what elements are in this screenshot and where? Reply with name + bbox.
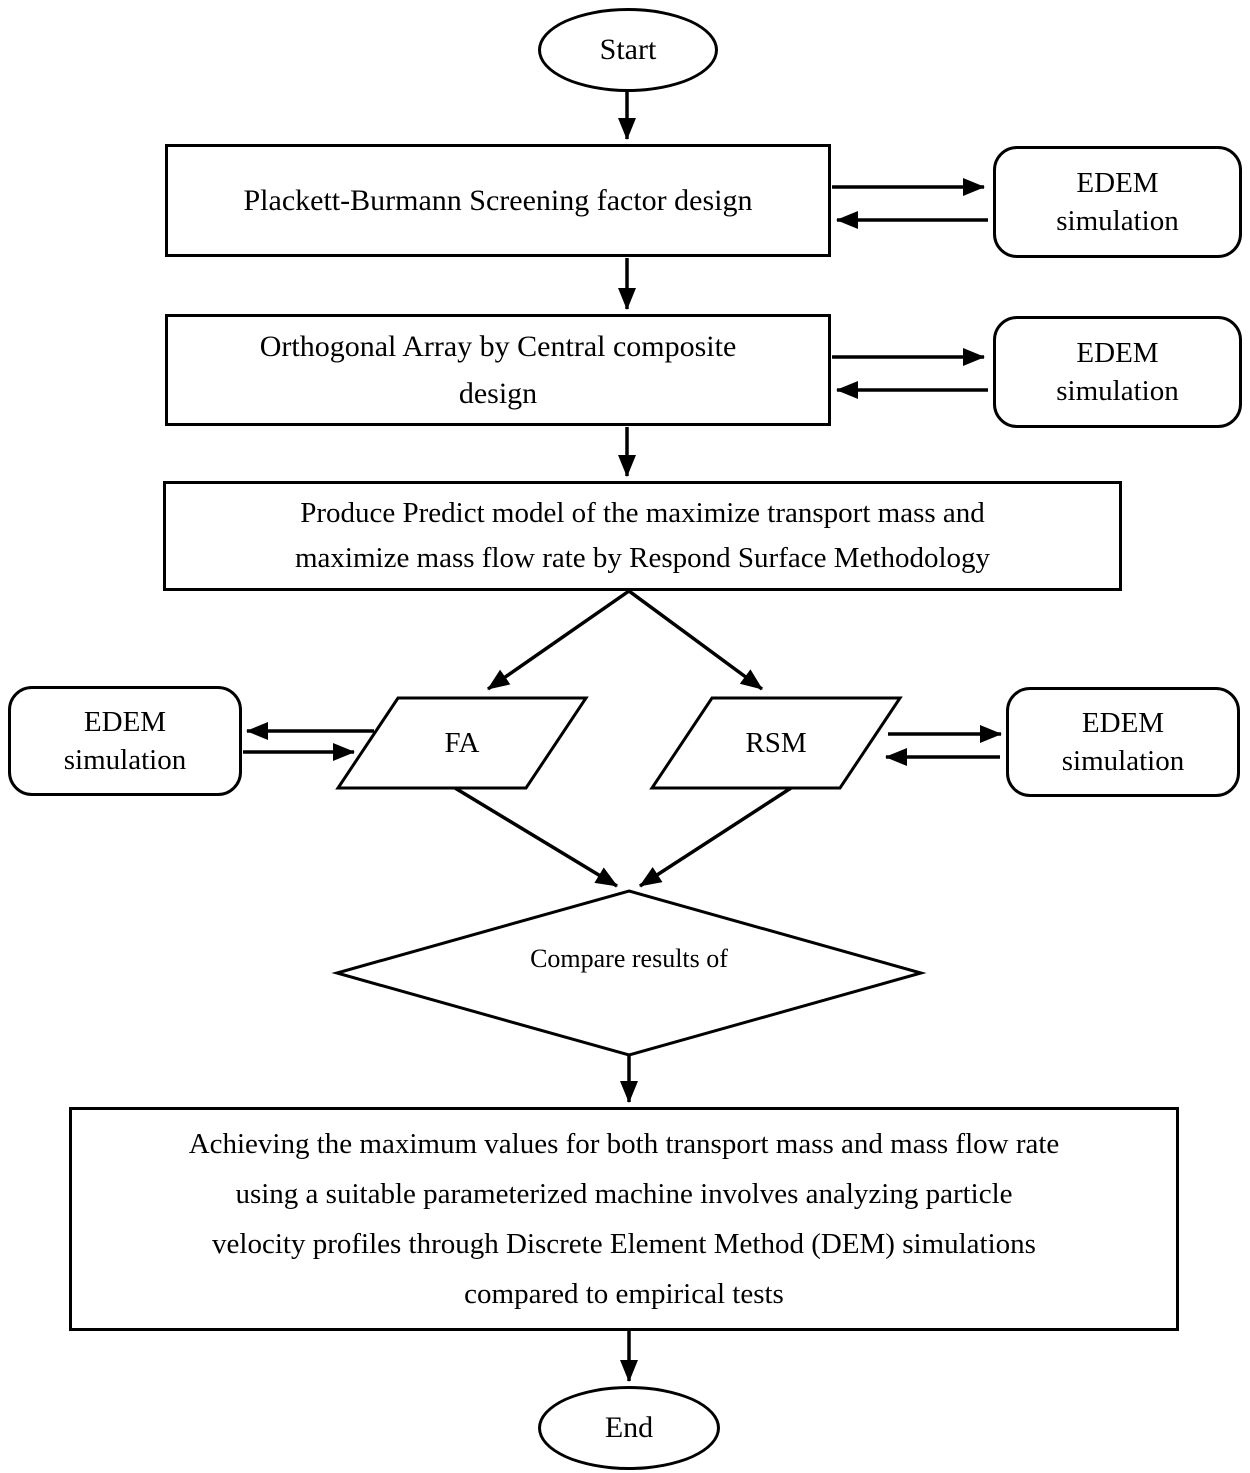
edem-label-line1: EDEM <box>83 706 167 738</box>
screening-label: Plackett-Burmann Screening factor design <box>243 183 753 217</box>
compare-diamond-shape <box>331 889 927 1057</box>
start-node: Start <box>538 8 718 92</box>
rsm-label: RSM <box>745 727 807 759</box>
edem-label-line1: EDEM <box>1076 167 1159 199</box>
predict-label-line2: maximize mass flow rate by Respond Surfa… <box>294 542 991 574</box>
arrow-predict-to-fa <box>487 589 630 691</box>
edem-label-line2: simulation <box>1056 375 1179 407</box>
arrow-rsm-to-compare <box>639 786 792 888</box>
arrow-predict-to-rsm <box>627 589 764 691</box>
rsm-node-label: RSM <box>652 698 900 788</box>
edem-node-fa: EDEM simulation <box>8 686 242 796</box>
edem-node-rsm: EDEM simulation <box>1006 687 1240 797</box>
edem-label-line2: simulation <box>1061 745 1185 777</box>
conclusion-label-line3: velocity profiles through Discrete Eleme… <box>212 1228 1036 1260</box>
edem-node-screening: EDEM simulation <box>993 146 1242 258</box>
edem-label-line1: EDEM <box>1081 707 1165 739</box>
fa-parallelogram-shape <box>335 696 589 790</box>
predict-node: Produce Predict model of the maximize tr… <box>163 481 1122 591</box>
edem-node-ccd: EDEM simulation <box>993 316 1242 428</box>
arrow-fa-to-compare <box>454 786 618 888</box>
start-label: Start <box>599 33 657 66</box>
conclusion-node: Achieving the maximum values for both tr… <box>69 1107 1179 1331</box>
fa-label: FA <box>444 727 480 759</box>
edem-label-line1: EDEM <box>1076 337 1159 369</box>
conclusion-label-line4: compared to empirical tests <box>464 1278 784 1310</box>
compare-node-label: Compare results of <box>337 891 921 1027</box>
ccd-node: Orthogonal Array by Central composite de… <box>165 314 831 426</box>
conclusion-label-line2: using a suitable parameterized machine i… <box>235 1178 1013 1210</box>
edem-label-line2: simulation <box>63 744 187 776</box>
ccd-label-line1: Orthogonal Array by Central composite <box>259 330 737 363</box>
edem-label-line2: simulation <box>1056 205 1179 237</box>
predict-label-line1: Produce Predict model of the maximize tr… <box>300 497 985 529</box>
compare-label: Compare results of <box>530 944 728 973</box>
ccd-label-line2: design <box>458 377 538 410</box>
rsm-parallelogram-shape <box>649 696 903 790</box>
end-label: End <box>604 1411 654 1444</box>
fa-node-label: FA <box>338 698 586 788</box>
screening-node: Plackett-Burmann Screening factor design <box>165 144 831 257</box>
end-node: End <box>538 1386 720 1470</box>
conclusion-label-line1: Achieving the maximum values for both tr… <box>188 1128 1060 1160</box>
